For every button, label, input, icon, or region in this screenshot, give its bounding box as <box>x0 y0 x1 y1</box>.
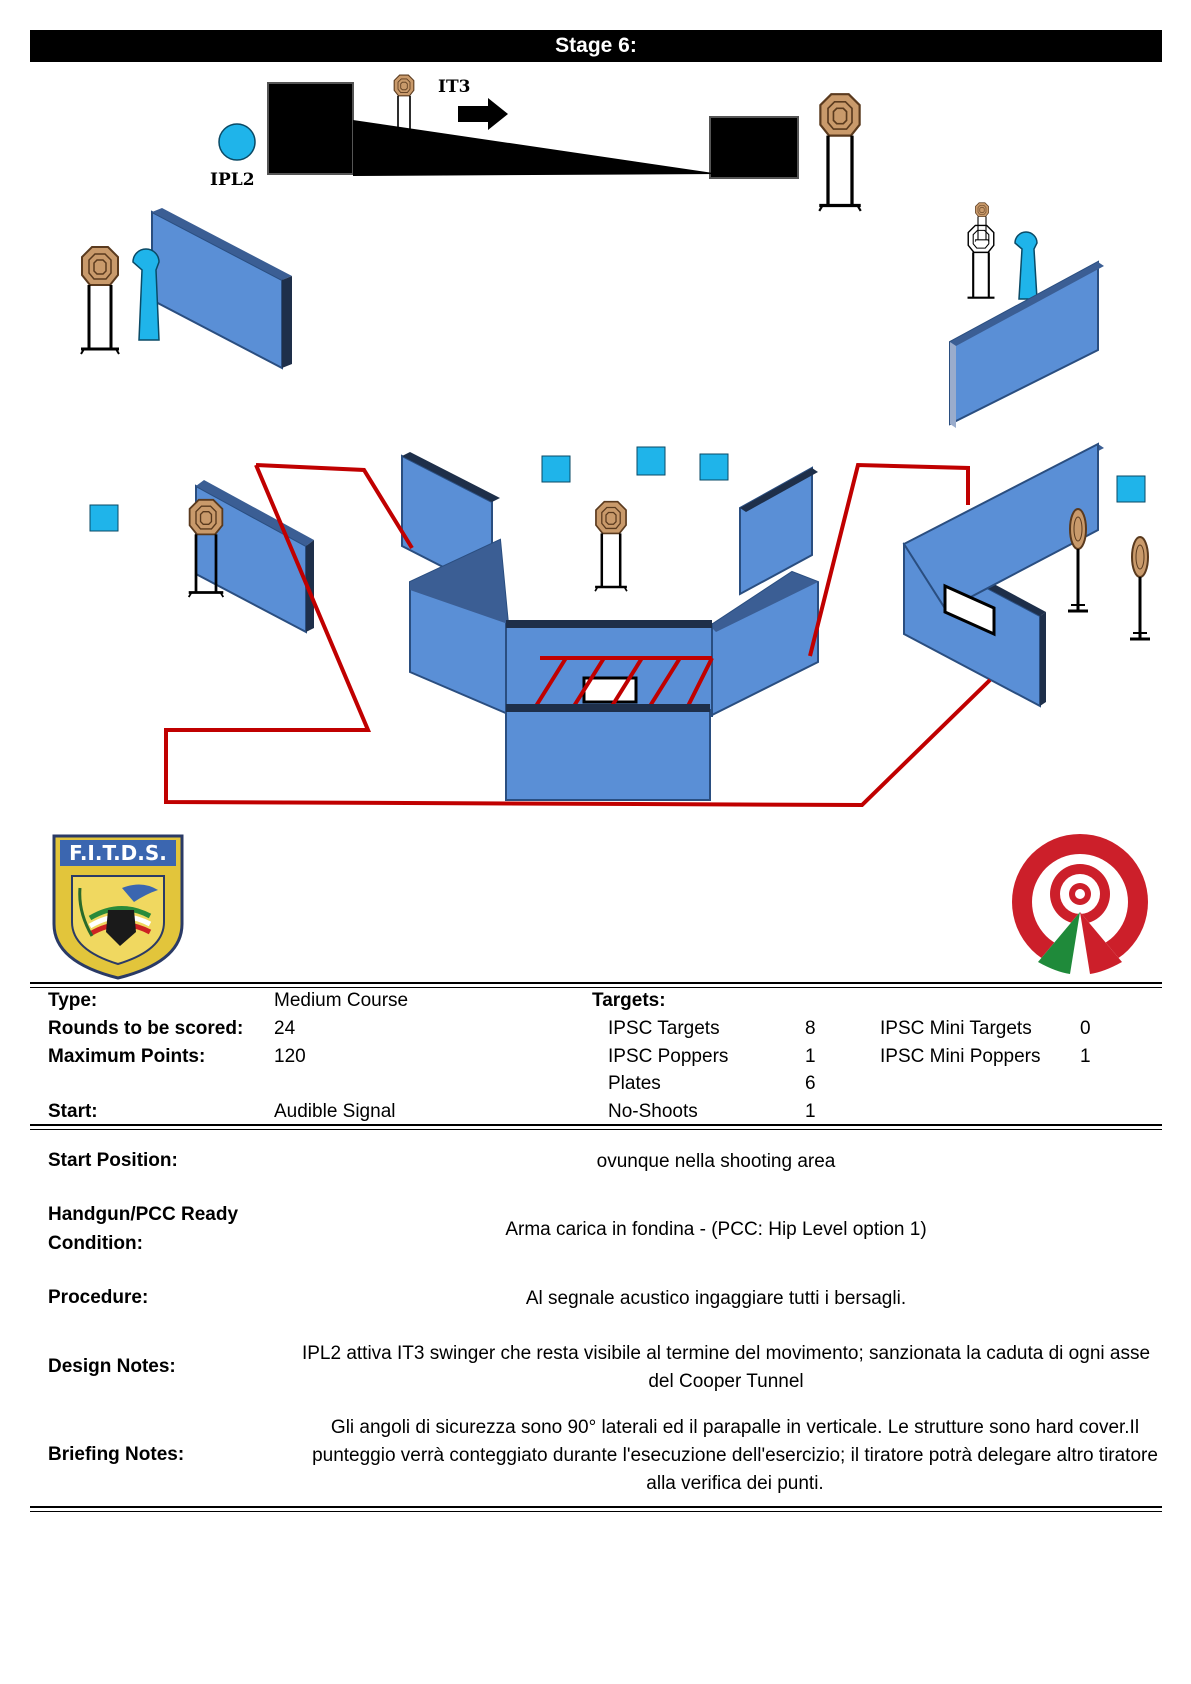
mini-targets-count: 0 <box>1080 1018 1091 1039</box>
max-points-value: 120 <box>274 1046 306 1067</box>
popper-top-right <box>1014 231 1038 300</box>
ready-label-line1: Handgun/PCC Ready <box>48 1204 239 1225</box>
mini-targets-name: IPSC Mini Targets <box>880 1018 1032 1039</box>
type-label: Type: <box>48 990 98 1011</box>
mini-poppers-name: IPSC Mini Poppers <box>880 1046 1041 1067</box>
design-notes-label: Design Notes: <box>48 1356 176 1377</box>
mini-target-right-1 <box>1068 507 1088 613</box>
type-value: Medium Course <box>274 990 409 1011</box>
rounds-value: 24 <box>274 1018 296 1039</box>
ipsc-target-top-right <box>818 92 862 212</box>
plate <box>699 453 729 481</box>
ready-value: Arma carica in fondina - (PCC: Hip Level… <box>505 1219 927 1240</box>
procedure-label: Procedure: <box>48 1287 149 1308</box>
target-poppers-count: 1 <box>805 1046 816 1067</box>
stage-diagram: IPL2 IT3 <box>80 74 1150 808</box>
it3-swinger-target <box>392 74 416 134</box>
rounds-label: Rounds to be scored: <box>48 1018 244 1039</box>
mini-poppers-count: 1 <box>1080 1046 1091 1067</box>
divider <box>30 1124 1162 1130</box>
barricade-front <box>505 709 711 801</box>
target-poppers-name: IPSC Poppers <box>608 1046 729 1067</box>
target-ipsc-name: IPSC Targets <box>608 1018 720 1039</box>
briefing-notes-label: Briefing Notes: <box>48 1444 185 1465</box>
it3-label: IT3 <box>438 77 470 97</box>
mini-popper-left <box>132 248 160 341</box>
max-points-label: Maximum Points: <box>48 1046 206 1067</box>
ipsc-target-left <box>80 245 120 355</box>
ipsc-target-center <box>593 500 629 592</box>
academy-logo <box>1012 834 1148 974</box>
cooper-tunnel <box>267 82 799 179</box>
plate <box>1116 475 1146 503</box>
fault-hatch <box>534 656 714 708</box>
port-right <box>943 583 996 637</box>
plate <box>636 446 666 476</box>
course-summary: Type: Medium Course Rounds to be scored:… <box>30 990 1162 1130</box>
stage-details: Start Position: ovunque nella shooting a… <box>30 1140 1162 1510</box>
briefing-notes-value: Gli angoli di sicurezza sono 90° lateral… <box>312 1417 1158 1494</box>
design-notes-value: IPL2 attiva IT3 swinger che resta visibi… <box>301 1343 1151 1392</box>
start-position-label: Start Position: <box>48 1150 178 1171</box>
target-ipsc-count: 8 <box>805 1018 816 1039</box>
divider <box>30 982 1162 988</box>
divider <box>30 1506 1162 1512</box>
swing-direction-arrow <box>458 98 508 130</box>
fault-line-right <box>808 462 970 657</box>
target-plates-count: 6 <box>805 1073 816 1094</box>
ipl2-label: IPL2 <box>210 170 255 190</box>
plate <box>541 455 571 483</box>
fault-line-left <box>255 463 414 550</box>
start-label: Start: <box>48 1101 98 1122</box>
start-position-value: ovunque nella shooting area <box>596 1151 836 1172</box>
targets-label: Targets: <box>592 990 666 1011</box>
wall-left-top <box>151 210 283 370</box>
noshoot-top-right <box>966 224 996 300</box>
target-noshoots-count: 1 <box>805 1101 816 1122</box>
target-noshoots-name: No-Shoots <box>608 1101 698 1122</box>
fitds-logo-name: F.I.T.D.S. <box>69 841 167 865</box>
plate <box>89 504 119 532</box>
procedure-value: Al segnale acustico ingaggiare tutti i b… <box>525 1288 907 1309</box>
target-plates-name: Plates <box>608 1073 661 1094</box>
start-value: Audible Signal <box>274 1101 396 1122</box>
fitds-logo: F.I.T.D.S. <box>52 834 184 980</box>
ready-label-line2: Condition: <box>48 1233 143 1254</box>
fault-line-shooting-area <box>164 464 992 808</box>
stage-title: Stage 6: <box>30 30 1162 62</box>
mini-target-right-2 <box>1130 535 1150 641</box>
ipl2-popper <box>218 123 256 161</box>
